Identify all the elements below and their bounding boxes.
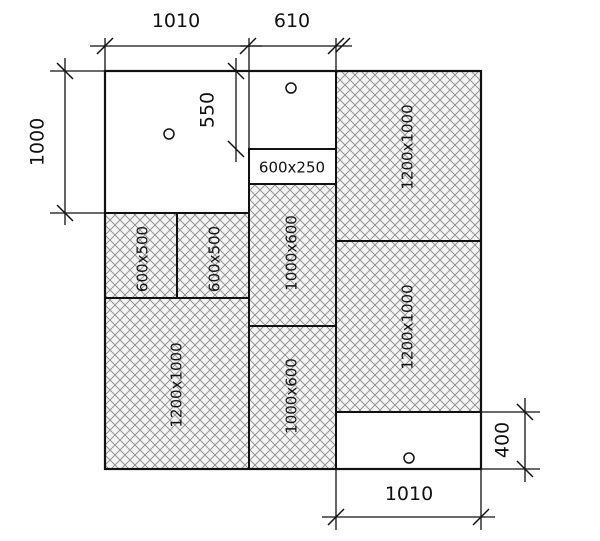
dimension-top-right xyxy=(240,37,352,149)
dimension-inner-height xyxy=(225,58,249,162)
dimension-label: 1010 xyxy=(385,483,433,505)
panel-label: 1200x1000 xyxy=(399,284,417,369)
open-area-top-left xyxy=(105,71,249,213)
panel-1200x1000-bottom-left xyxy=(104,297,250,470)
dimension-left xyxy=(50,58,105,225)
dimension-label: 1000 xyxy=(27,118,49,166)
drain-hole-icon xyxy=(403,452,415,464)
panel-label: 600x250 xyxy=(259,159,325,177)
panel-label: 600x500 xyxy=(206,226,224,292)
panel-600x500-left xyxy=(104,212,178,299)
panel-600x250 xyxy=(248,148,337,185)
room-outline xyxy=(103,69,483,471)
panel-600x500-right xyxy=(176,212,250,299)
dimension-right xyxy=(481,398,540,482)
dimension-label: 550 xyxy=(197,92,219,128)
panel-label: 600x500 xyxy=(134,226,152,292)
dimension-bottom xyxy=(322,469,495,530)
panel-1000x600-lower xyxy=(248,325,337,470)
drain-hole-icon xyxy=(285,82,297,94)
panel-label: 1200x1000 xyxy=(168,342,186,427)
dimension-label: 400 xyxy=(492,422,514,458)
panel-1000x600-upper xyxy=(248,183,337,327)
panel-label: 1000x600 xyxy=(283,358,301,434)
drain-hole-icon xyxy=(163,128,175,140)
panel-label: 1000x600 xyxy=(283,215,301,291)
dimension-label: 610 xyxy=(274,10,310,32)
dimension-label: 1010 xyxy=(152,10,200,32)
panel-label: 1200x1000 xyxy=(399,104,417,189)
